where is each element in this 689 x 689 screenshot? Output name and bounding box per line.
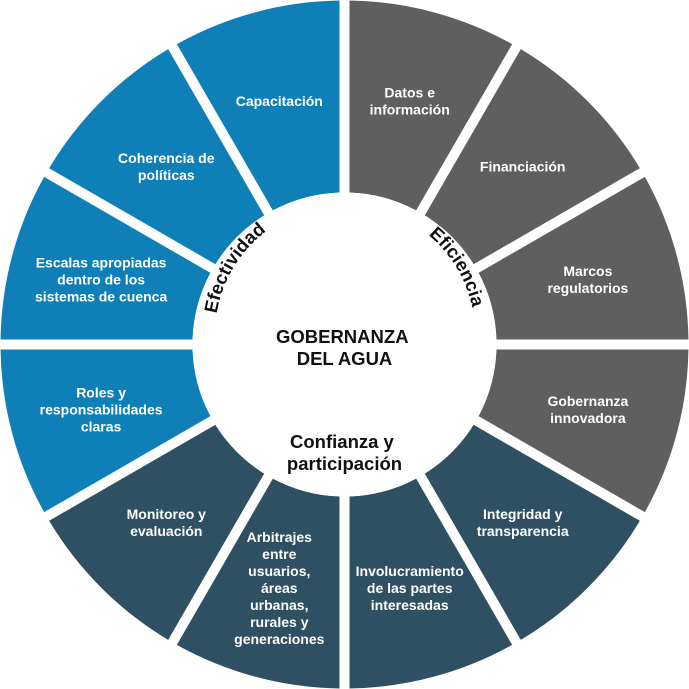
segment-6-label-line-3: interesadas: [371, 597, 449, 613]
segment-9-efectividad: [0, 349, 211, 513]
segment-9-label-line-1: Roles y: [76, 385, 126, 401]
center-title-line-1: GOBERNANZA: [276, 326, 408, 347]
segment-11-label-line-1: Coherencia de: [118, 150, 215, 166]
segment-1-label-line-2: información: [370, 102, 450, 118]
segment-3-eficiencia: [478, 176, 689, 340]
segment-12-label: Capacitación: [236, 93, 323, 109]
segment-10-label-line-3: sistemas de cuenca: [35, 288, 168, 304]
segment-3-label-line-2: regulatorios: [547, 280, 628, 296]
confianza-label: Confianza y participación: [287, 431, 402, 474]
segment-7-label-line-5: urbanas,: [250, 597, 308, 613]
segment-5-label-line-1: Integridad y: [483, 506, 563, 522]
segment-10-label-line-1: Escalas apropiadas: [36, 254, 167, 270]
segment-5-confianza: [424, 424, 640, 640]
segment-8-label-line-2: evaluación: [130, 523, 202, 539]
center-disc: [192, 192, 497, 497]
segment-1-eficiencia: [349, 0, 513, 211]
center-title: GOBERNANZA DEL AGUA: [276, 326, 413, 369]
segment-2-eficiencia: [424, 49, 640, 265]
segment-12-label-line-1: Capacitación: [236, 93, 323, 109]
segment-5-label-line-2: transparencia: [477, 523, 569, 539]
segment-8-label-line-1: Monitoreo y: [127, 506, 207, 522]
segment-7-label-line-6: rurales y: [250, 614, 309, 630]
segment-2-label: Financiación: [480, 158, 566, 174]
confianza-label-line-1: Confianza y: [290, 431, 395, 452]
segment-12-efectividad: [176, 0, 340, 211]
segment-1-label-line-1: Datos e: [384, 85, 435, 101]
segment-7-label-line-7: generaciones: [234, 631, 324, 647]
segment-7-label-line-3: usuarios,: [248, 563, 310, 579]
segment-4-label-line-1: Gobernanza: [547, 393, 628, 409]
confianza-label-line-2: participación: [287, 453, 402, 474]
segment-4-label-line-2: innovadora: [550, 410, 626, 426]
segment-6-confianza: [349, 478, 513, 689]
segment-11-label-line-2: políticas: [138, 167, 195, 183]
segment-11-efectividad: [49, 49, 265, 265]
segment-7-label-line-1: Arbitrajes: [247, 529, 313, 545]
segment-6-label-line-1: Involucramiento: [356, 563, 464, 579]
segment-7-label-line-2: entre: [262, 546, 296, 562]
segment-2-label-line-1: Financiación: [480, 158, 566, 174]
center-title-line-2: DEL AGUA: [297, 348, 393, 369]
segment-10-efectividad: [0, 176, 211, 340]
segment-3-label-line-1: Marcos: [563, 263, 612, 279]
segment-9-label-line-3: claras: [81, 419, 122, 435]
segment-10-label-line-2: dentro de los: [57, 271, 145, 287]
segment-7-confianza: [176, 478, 340, 689]
segment-7-label-line-4: áreas: [261, 580, 298, 596]
segment-6-label-line-2: de las partes: [367, 580, 453, 596]
segment-4-eficiencia: [478, 349, 689, 513]
segment-8-confianza: [49, 424, 265, 640]
segment-9-label-line-2: responsabilidades: [40, 402, 163, 418]
